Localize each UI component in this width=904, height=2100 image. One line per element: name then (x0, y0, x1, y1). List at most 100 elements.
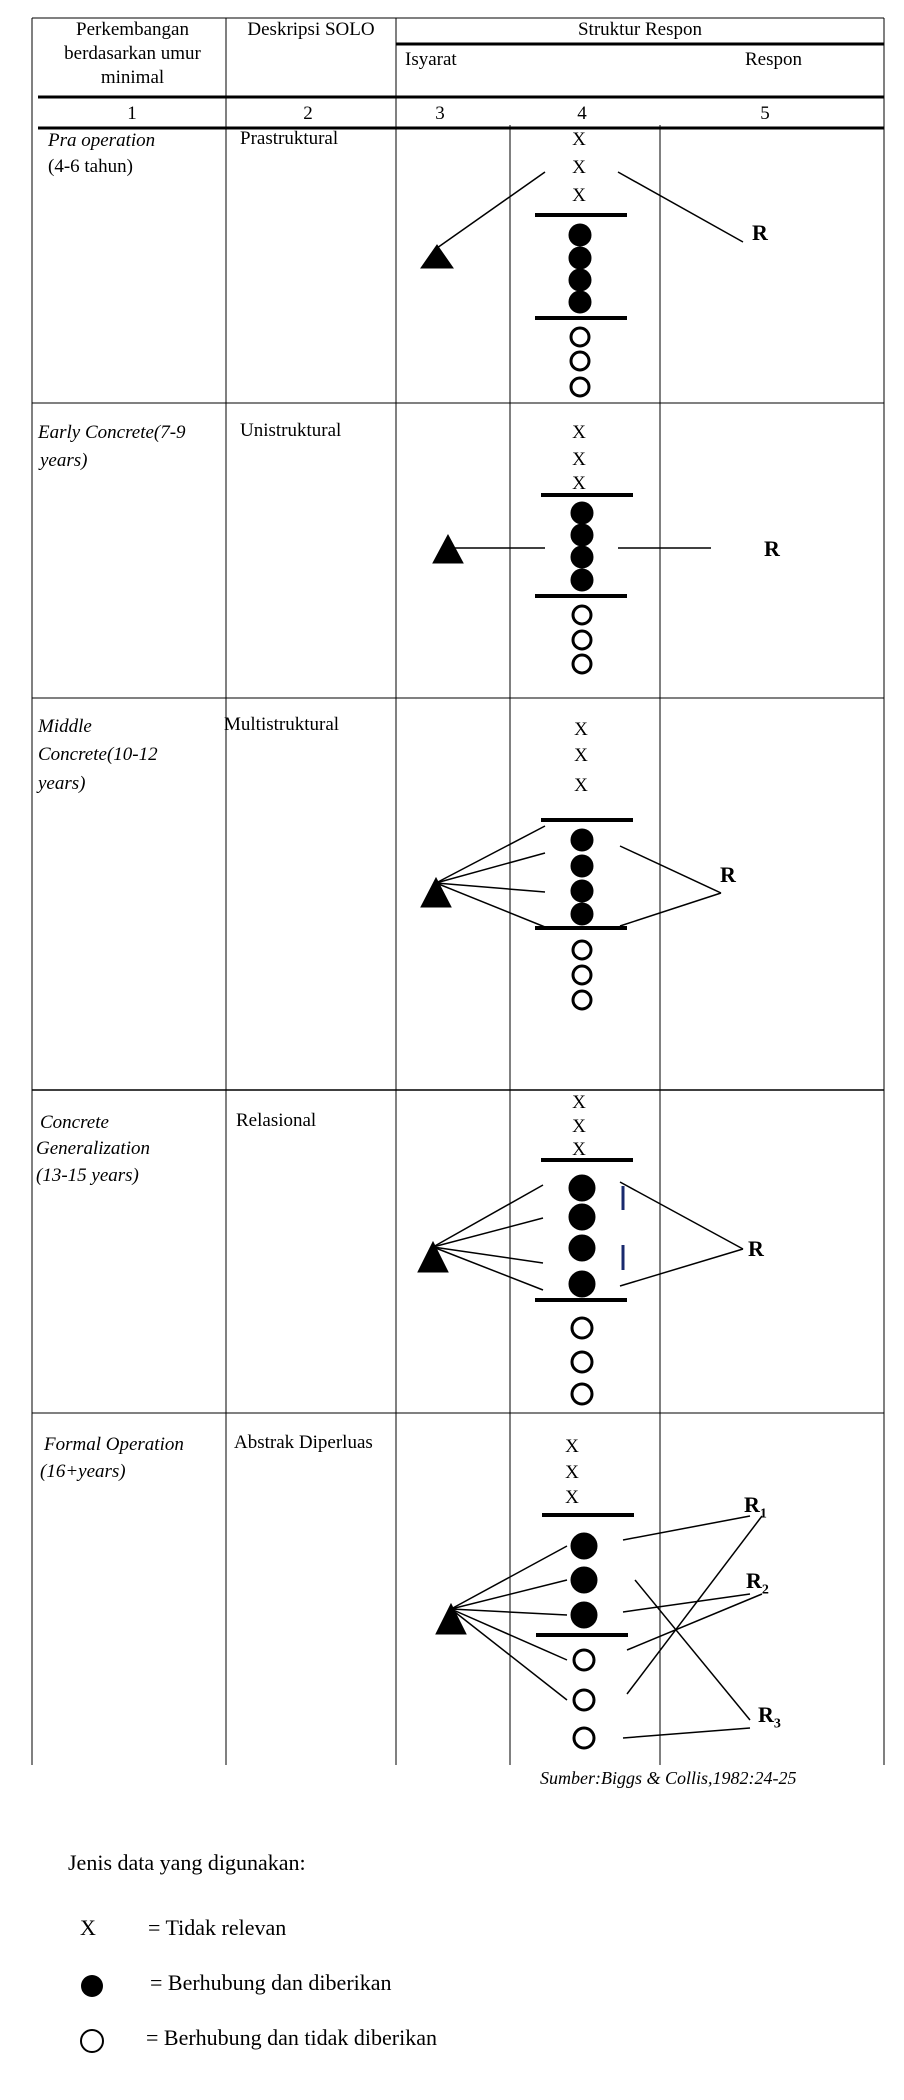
connector-line (619, 1181, 744, 1250)
open-circle-icon (570, 1350, 594, 1374)
solo-description: Prastruktural (240, 128, 339, 149)
filled-circle-icon (570, 854, 594, 878)
header-isyarat: Isyarat (405, 49, 457, 70)
filled-circle-icon (570, 1532, 598, 1560)
stage-label-line2: Generalization (36, 1138, 150, 1159)
irrelevant-mark: X (572, 422, 586, 443)
connector-line (619, 845, 722, 894)
connector-line (450, 1579, 568, 1610)
irrelevant-mark: X (574, 745, 588, 766)
row1-diagram (420, 171, 744, 398)
open-circle-icon (571, 964, 593, 986)
filled-circle-icon (568, 290, 592, 314)
row5-diagram (435, 1513, 763, 1750)
irrelevant-mark: X (572, 1116, 586, 1137)
open-circle-icon (571, 604, 593, 626)
open-circle-icon (571, 653, 593, 675)
filled-circle-icon (570, 902, 594, 926)
connector-line (432, 1246, 544, 1291)
open-circle-icon (571, 629, 593, 651)
column-number: 2 (303, 103, 313, 124)
filled-circle-icon (570, 879, 594, 903)
connector-line (622, 1515, 751, 1541)
stage-age: years) (38, 773, 86, 794)
column-number: 5 (760, 103, 770, 124)
open-circle-icon (572, 1648, 596, 1672)
connector-line (617, 171, 744, 243)
filled-circle-icon (570, 1601, 598, 1629)
response-label: R (748, 1236, 764, 1261)
irrelevant-mark: X (565, 1487, 579, 1508)
connector-line (436, 171, 546, 249)
legend-title: Jenis data yang digunakan: (68, 1850, 306, 1875)
stage-label-line2: Concrete(10-12 (38, 744, 158, 765)
stage-age: (13-15 years) (36, 1165, 139, 1186)
solo-description: Multistruktural (224, 714, 340, 735)
filled-circle-icon (568, 1270, 596, 1298)
connector-line (432, 1217, 544, 1248)
open-circle-icon (569, 350, 591, 372)
row3-diagram (420, 818, 722, 1011)
response-label-r3: R3 (758, 1702, 781, 1732)
connector-line (450, 1608, 568, 1661)
source-citation: Sumber:Biggs & Collis,1982:24-25 (540, 1768, 797, 1788)
response-label: R (720, 862, 736, 887)
irrelevant-mark: X (572, 185, 586, 206)
filled-circle-icon (568, 268, 592, 292)
open-circle-icon (570, 1382, 594, 1406)
response-label-r2: R2 (746, 1568, 769, 1598)
triangle-icon (420, 876, 452, 908)
open-circle-icon (569, 326, 591, 348)
response-label-r1: R1 (744, 1492, 767, 1522)
solo-description: Relasional (236, 1110, 317, 1131)
header-col1: Perkembangan berdasarkan umur minimal (64, 19, 201, 88)
connector-line (435, 882, 546, 893)
solo-description: Unistruktural (240, 420, 342, 441)
irrelevant-mark: X (572, 449, 586, 470)
open-circle-icon (570, 1316, 594, 1340)
stage-label: Early Concrete(7-9 (38, 422, 186, 443)
irrelevant-mark: X (565, 1462, 579, 1483)
column-number: 1 (127, 103, 137, 124)
connector-line (634, 1579, 751, 1721)
header-col2: Deskripsi SOLO (247, 19, 375, 40)
irrelevant-mark: X (572, 473, 586, 494)
filled-circle-icon (570, 1566, 598, 1594)
column-number: 4 (577, 103, 587, 124)
connector-line (435, 852, 546, 884)
connector-line (450, 1545, 568, 1610)
connector-line (450, 1608, 568, 1701)
triangle-icon (435, 1602, 467, 1635)
triangle-icon (420, 244, 454, 269)
connector-line (435, 825, 546, 884)
legend-symbol-x: X (80, 1915, 96, 1940)
connector-line (619, 892, 722, 927)
irrelevant-mark: X (565, 1436, 579, 1457)
open-circle-icon (571, 939, 593, 961)
connector-line (435, 882, 546, 928)
irrelevant-mark: X (574, 719, 588, 740)
filled-circle-icon (568, 246, 592, 270)
triangle-icon (432, 533, 464, 564)
header-struktur-respon: Struktur Respon (577, 19, 703, 40)
header-respon: Respon (745, 49, 802, 70)
stage-age: (4-6 tahun) (48, 156, 133, 177)
open-circle-icon (569, 376, 591, 398)
filled-circle-icon (570, 501, 594, 525)
irrelevant-mark: X (572, 1139, 586, 1160)
stage-age: (16+years) (40, 1461, 126, 1482)
stage-age: years) (40, 450, 88, 471)
filled-circle-icon (81, 1975, 103, 1997)
filled-circle-icon (570, 523, 594, 547)
legend-text: = Berhubung dan diberikan (150, 1970, 392, 1995)
open-circle-icon (572, 1688, 596, 1712)
stage-label: Concrete (40, 1112, 109, 1133)
connector-line (622, 1727, 751, 1739)
connector-line (626, 1515, 763, 1695)
stage-label: Middle (38, 716, 92, 737)
connector-line (432, 1184, 544, 1248)
filled-circle-icon (568, 1203, 596, 1231)
solo-description: Abstrak Diperluas (234, 1432, 373, 1453)
filled-circle-icon (570, 568, 594, 592)
irrelevant-mark: X (572, 157, 586, 178)
